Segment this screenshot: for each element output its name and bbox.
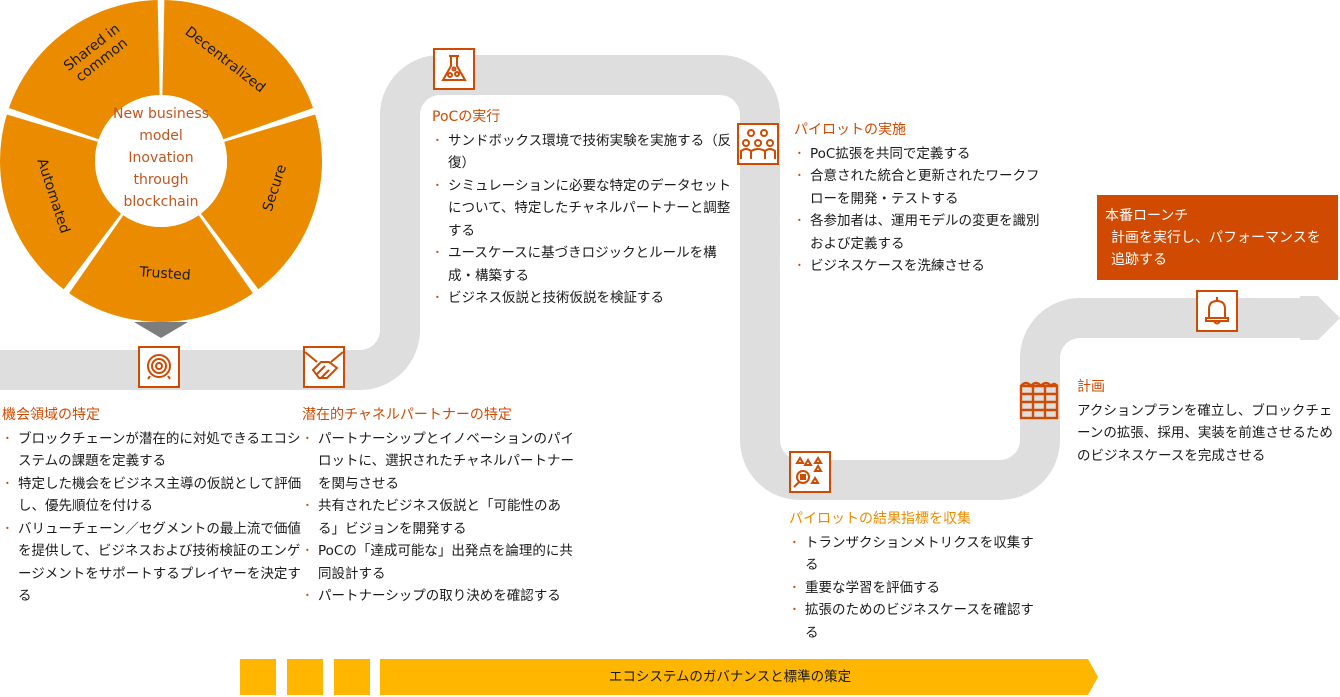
step-title: パイロットの結果指標を収集 [789,511,971,527]
wheel-center-text: New business model Inovation through blo… [96,103,226,213]
step-bullet: 各参加者は、運用モデルの変更を識別および定義する [796,210,1049,255]
wheel-segment [200,114,322,290]
governance-label: エコシステムのガバナンスと標準の策定 [608,669,852,685]
governance-block-2 [287,659,323,695]
governance-block-1 [240,659,276,695]
wheel-center-line: New business [112,106,209,122]
step-bullet: 重要な学習を評価する [791,577,1034,600]
step-bullet: バリューチェーン／セグメントの最上流で価値を提供して、ビジネスおよび技術検証のエ… [4,518,307,608]
step-description: アクションプランを確立し、ブロックチェーンの拡張、採用、実装を前進させるためのビ… [1077,402,1333,464]
step-run-pilot: パイロットの実施 PoC拡張を共同で定義する 合意された統合と更新されたワークフ… [794,119,1049,278]
step-title: 本番ローンチ [1105,208,1189,224]
step-bullet: ビジネスケースを洗練させる [796,255,1049,278]
wheel-segment [69,215,253,322]
governance-arrow [380,659,1098,695]
step-title: パイロットの実施 [794,122,906,138]
calendar-icon [1018,378,1060,420]
step-run-poc: PoCの実行 サンドボックス環境で技術実験を実施する（反復） シミュレーションに… [432,106,740,310]
step-bullet: 拡張のためのビジネスケースを確認する [791,599,1034,644]
analytics-icon [789,451,831,493]
wheel-center-line: Inovation [128,150,194,166]
step-bullet: サンドボックス環境で技術実験を実施する（反復） [434,130,740,175]
handshake-icon [303,346,345,388]
wheel-segment [162,0,314,140]
step-bullet: ブロックチェーンが潜在的に対処できるエコシステムの課題を定義する [4,428,307,473]
target-icon [138,346,180,388]
step-bullet: 共有されたビジネス仮説と「可能性のある」ビジョンを開発する [304,495,574,540]
wheel [0,0,322,322]
step-bullet: シミュレーションに必要な特定のデータセットについて、特定したチャネルパートナーと… [434,175,740,243]
step-title: PoCの実行 [432,109,501,125]
step-bullet: ビジネス仮説と技術仮説を検証する [434,287,740,310]
road-arrow-head [1300,296,1340,340]
step-launch: 本番ローンチ 計画を実行し、パフォーマンスを追跡する [1097,195,1338,280]
road-path [0,55,1310,500]
flask-icon [433,48,475,90]
governance-block-3 [334,659,370,695]
step-title: 計画 [1077,379,1105,395]
wheel-pointer [134,322,188,338]
wheel-segment [0,114,122,290]
step-bullet: ユースケースに基づきロジックとルールを構成・構築する [434,242,740,287]
wheel-center-line: through [133,172,189,188]
wheel-center-circle [95,95,227,227]
step-identify-opportunity: 機会領域の特定 ブロックチェーンが潜在的に対処できるエコシステムの課題を定義する… [2,404,307,608]
step-bullet: パートナーシップの取り決めを確認する [304,585,574,608]
step-plan: 計画 アクションプランを確立し、ブロックチェーンの拡張、採用、実装を前進させるた… [1077,376,1339,467]
step-title: 潜在的チャネルパートナーの特定 [302,407,512,423]
step-collect-metrics: パイロットの結果指標を収集 トランザクションメトリクスを収集する 重要な学習を評… [789,508,1034,644]
audience-icon [737,123,779,165]
step-title: 機会領域の特定 [2,407,100,423]
step-description: 計画を実行し、パフォーマンスを追跡する [1111,230,1321,268]
step-bullet: PoCの「達成可能な」出発点を論理的に共同設計する [304,540,574,585]
step-bullet: PoC拡張を共同で定義する [796,143,1049,166]
step-bullet: トランザクションメトリクスを収集する [791,532,1034,577]
wheel-segment [8,0,160,140]
step-bullet: パートナーシップとイノベーションのパイロットに、選択されたチャネルパートナーを関… [304,428,574,496]
bell-icon [1196,290,1238,332]
step-bullet: 合意された統合と更新されたワークフローを開発・テストする [796,165,1049,210]
step-identify-partners: 潜在的チャネルパートナーの特定 パートナーシップとイノベーションのパイロットに、… [302,404,574,608]
wheel-center-line: model [139,128,183,144]
wheel-center-line: blockchain [123,194,199,210]
step-bullet: 特定した機会をビジネス主導の仮説として評価し、優先順位を付ける [4,473,307,518]
